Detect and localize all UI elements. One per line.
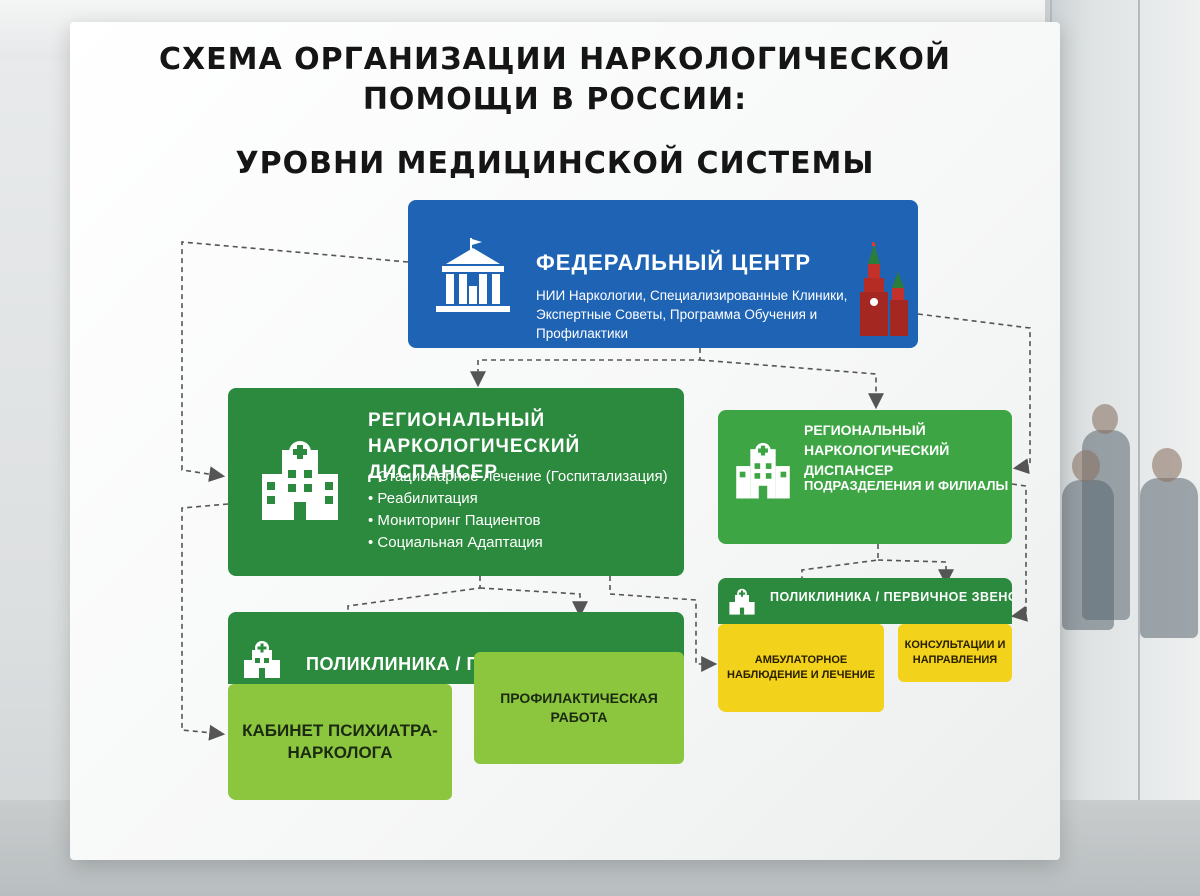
title-line: РЕГИОНАЛЬНЫЙ xyxy=(368,410,546,431)
polyclinic-branch-label: ПОЛИКЛИНИКА / ПЕРВИЧНОЕ ЗВЕНО xyxy=(770,590,1012,604)
title-line: РЕГИОНАЛЬНЫЙ xyxy=(804,422,926,438)
connector-reg1-to-poly1-right xyxy=(479,587,588,618)
clinic-icon xyxy=(729,588,755,615)
connector-reg2-to-poly2-side xyxy=(1010,483,1028,622)
background-person-head xyxy=(1092,404,1118,434)
polyclinic-main-box: ПОЛИКЛИНИКА / ПЕРВИЧНОЕ ЗВЕНО КАБИНЕТ ПС… xyxy=(228,612,684,800)
background-person xyxy=(1062,480,1114,630)
regional-dispensary-main-box: РЕГИОНАЛЬНЫЙ НАРКОЛОГИЧЕСКИЙ ДИСПАНСЕР С… xyxy=(228,388,684,576)
polyclinic-branch-box: ПОЛИКЛИНИКА / ПЕРВИЧНОЕ ЗВЕНО АМБУЛАТОРН… xyxy=(718,578,1012,712)
polyclinic-branch-header: ПОЛИКЛИНИКА / ПЕРВИЧНОЕ ЗВЕНО xyxy=(718,578,1012,624)
psychiatrist-narcologist-office-cell: КАБИНЕТ ПСИХИАТРА-НАРКОЛОГА xyxy=(228,684,452,800)
connector-fed-to-reg2 xyxy=(699,359,884,410)
poster-title-line1: СХЕМА ОРГАНИЗАЦИИ НАРКОЛОГИЧЕСКОЙ ПОМОЩИ… xyxy=(158,42,952,117)
kremlin-tower-icon xyxy=(860,242,908,336)
background-person xyxy=(1140,478,1198,638)
prevention-work-cell: ПРОФИЛАКТИЧЕСКАЯ РАБОТА xyxy=(474,652,684,764)
connector-reg1-to-poly2 xyxy=(609,576,718,672)
list-item: Мониторинг Пациентов xyxy=(368,510,668,532)
federal-center-title: ФЕДЕРАЛЬНЫЙ ЦЕНТР xyxy=(536,250,812,275)
federal-center-description: НИИ Наркологии, Специализированные Клини… xyxy=(536,288,848,341)
list-item: Социальная Адаптация xyxy=(368,532,668,554)
list-item: Реабилитация xyxy=(368,488,668,510)
government-building-icon xyxy=(436,238,510,312)
regional-dispensary-branch-subtitle: ПОДРАЗДЕЛЕНИЯ И ФИЛИАЛЫ xyxy=(804,478,1009,493)
outpatient-monitoring-cell: АМБУЛАТОРНОЕ НАБЛЮДЕНИЕ И ЛЕЧЕНИЕ xyxy=(718,624,884,712)
poster-title-line2: УРОВНИ МЕДИЦИНСКОЙ СИСТЕМЫ xyxy=(235,146,875,181)
background-person-head xyxy=(1152,448,1182,482)
connector-fed-to-reg2-right xyxy=(917,313,1031,475)
connector-fed-to-reg1-top xyxy=(470,348,701,388)
background-person-head xyxy=(1072,450,1100,482)
connector-reg2-to-poly2-left xyxy=(794,544,879,600)
clinic-icon xyxy=(244,641,280,678)
glass-frame xyxy=(1138,0,1140,896)
regional-dispensary-branch-title: РЕГИОНАЛЬНЫЙ НАРКОЛОГИЧЕСКИЙ ДИСПАНСЕР xyxy=(804,420,1012,480)
federal-center-box: ФЕДЕРАЛЬНЫЙ ЦЕНТР НИИ Наркологии, Специа… xyxy=(408,200,918,348)
hospital-icon xyxy=(736,442,790,499)
title-line: НАРКОЛОГИЧЕСКИЙ ДИСПАНСЕР xyxy=(804,442,950,478)
regional-services-list: Стационарное Лечение (Госпитализация) Ре… xyxy=(368,466,668,554)
list-item: Стационарное Лечение (Госпитализация) xyxy=(368,466,667,488)
hospital-icon xyxy=(262,441,338,520)
regional-dispensary-branch-box: РЕГИОНАЛЬНЫЙ НАРКОЛОГИЧЕСКИЙ ДИСПАНСЕР П… xyxy=(718,410,1012,544)
consultations-referrals-cell: КОНСУЛЬТАЦИИ И НАПРАВЛЕНИЯ xyxy=(898,624,1012,682)
connector-reg1-to-poly1 xyxy=(181,503,229,741)
connector-reg2-to-poly2-right xyxy=(877,559,954,586)
